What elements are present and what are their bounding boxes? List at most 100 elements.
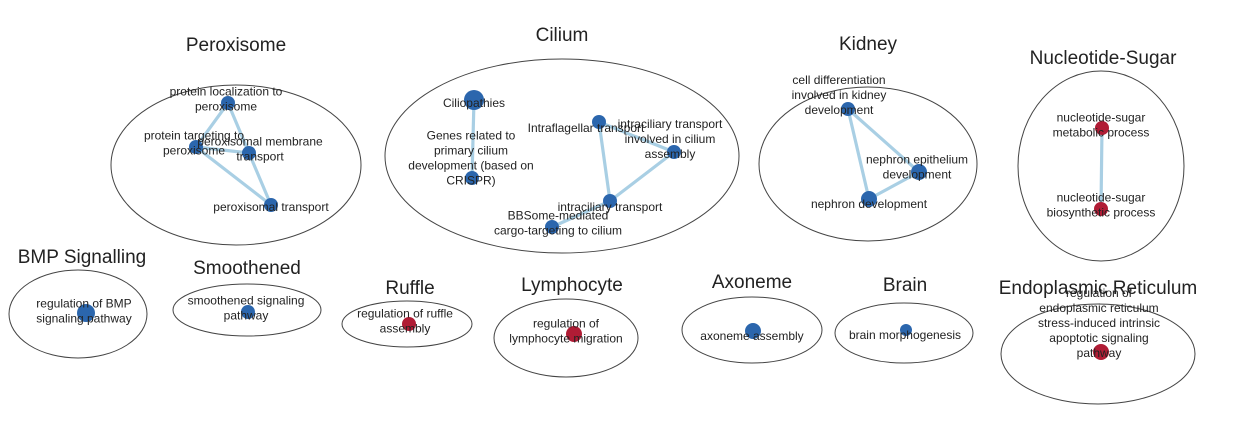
node-label-line: intraciliary transport <box>558 200 663 214</box>
kidney-cluster-ellipse <box>758 86 978 242</box>
node-label-line: peroxisome <box>163 144 225 158</box>
edge-ns-meta-ns-bio <box>1099 126 1104 211</box>
er-cluster-title: Endoplasmic Reticulum <box>999 278 1198 299</box>
edge-ict-assembly-ict <box>608 150 676 203</box>
lymphocyte-cluster-ellipse <box>493 298 639 378</box>
peroxisome-cluster-ellipse <box>110 84 362 246</box>
node-label-neph-dev: nephron development <box>811 197 928 211</box>
node-label-line: involved in cilium <box>625 132 716 146</box>
node-label-line: peroxisomal membrane <box>197 135 323 149</box>
node-label-line: axoneme assembly <box>700 329 803 343</box>
node-label-line: involved in kidney <box>792 88 887 102</box>
node-label-line: assembly <box>645 147 696 161</box>
node-cell-diff[interactable] <box>841 102 855 116</box>
axoneme-cluster-title: Axoneme <box>712 272 792 293</box>
node-label-line: regulation of BMP <box>36 297 131 311</box>
node-label-line: development <box>883 168 952 182</box>
node-neph-dev[interactable] <box>861 191 877 207</box>
edge-perox-mem-perox-trans <box>247 151 273 207</box>
node-label-brain-morph: brain morphogenesis <box>849 328 961 342</box>
node-label-line: nucleotide-sugar <box>1057 111 1146 125</box>
lymphocyte-cluster-title: Lymphocyte <box>521 275 623 296</box>
node-label-line: intraciliary transport <box>618 117 723 131</box>
node-bbsome[interactable] <box>545 220 559 234</box>
node-label-line: cargo-targeting to cilium <box>494 224 622 238</box>
bmp-cluster-title: BMP Signalling <box>18 247 147 268</box>
node-ciliopathies[interactable] <box>464 90 484 110</box>
node-label-line: cell differentiation <box>792 73 885 87</box>
node-label-line: nephron development <box>811 197 928 211</box>
node-ns-bio[interactable] <box>1094 202 1108 216</box>
node-er-reg[interactable] <box>1093 344 1109 360</box>
edge-ciliopathies-genes-crispr <box>470 98 476 180</box>
node-ruffle-reg[interactable] <box>402 317 416 331</box>
node-label-line: protein targeting to <box>144 129 244 143</box>
ruffle-cluster-ellipse <box>341 300 473 348</box>
node-label-line: assembly <box>380 322 431 336</box>
node-label-line: biosynthetic process <box>1047 206 1156 220</box>
node-prot-loc[interactable] <box>221 96 235 110</box>
edge-prot-loc-perox-mem <box>226 101 251 155</box>
node-label-line: metabolic process <box>1053 126 1150 140</box>
smoothened-cluster-ellipse <box>172 283 322 337</box>
er-cluster-ellipse <box>1000 303 1196 405</box>
brain-cluster-ellipse <box>834 302 974 364</box>
peroxisome-cluster-title: Peroxisome <box>186 35 286 56</box>
node-smo[interactable] <box>241 305 255 319</box>
node-neph-epi[interactable] <box>911 164 927 180</box>
node-prot-target[interactable] <box>189 140 203 154</box>
node-perox-mem[interactable] <box>242 146 256 160</box>
node-label-line: CRISPR) <box>446 174 495 188</box>
node-genes-crispr[interactable] <box>465 171 479 185</box>
node-label-line: pathway <box>1077 346 1122 360</box>
cilium-cluster-title: Cilium <box>536 25 589 46</box>
node-label-line: protein localization to <box>170 85 283 99</box>
cluster-axoneme: Axoneme axoneme assembly <box>681 272 823 364</box>
brain-cluster-title: Brain <box>883 275 927 296</box>
node-ift[interactable] <box>592 115 606 129</box>
node-ns-meta[interactable] <box>1095 121 1109 135</box>
node-label-line: nucleotide-sugar <box>1057 191 1146 205</box>
node-label-ict: intraciliary transport <box>558 200 663 214</box>
node-label-ift: Intraflagellar transport <box>528 121 645 135</box>
node-brain-morph[interactable] <box>900 324 912 336</box>
edge-prot-target-perox-mem <box>194 145 251 155</box>
node-bmp-reg[interactable] <box>77 304 95 322</box>
node-label-line: regulation of <box>1066 286 1133 300</box>
node-perox-trans[interactable] <box>264 198 278 212</box>
node-label-line: pathway <box>224 309 269 323</box>
node-label-line: nephron epithelium <box>866 153 968 167</box>
node-lymph-reg[interactable] <box>566 326 582 342</box>
edge-neph-epi-neph-dev <box>867 170 921 201</box>
node-label-line: Intraflagellar transport <box>528 121 645 135</box>
edge-prot-target-perox-trans <box>194 145 273 207</box>
node-axo[interactable] <box>745 323 761 339</box>
node-label-ciliopathies: Ciliopathies <box>443 96 505 110</box>
node-ict-assembly[interactable] <box>667 145 681 159</box>
node-label-line: transport <box>236 150 284 164</box>
node-label-line: development <box>805 103 874 117</box>
node-label-line: lymphocyte migration <box>509 332 622 346</box>
node-label-line: stress-induced intrinsic <box>1038 316 1160 330</box>
edge-cell-diff-neph-epi <box>846 107 921 174</box>
node-ict[interactable] <box>603 194 617 208</box>
